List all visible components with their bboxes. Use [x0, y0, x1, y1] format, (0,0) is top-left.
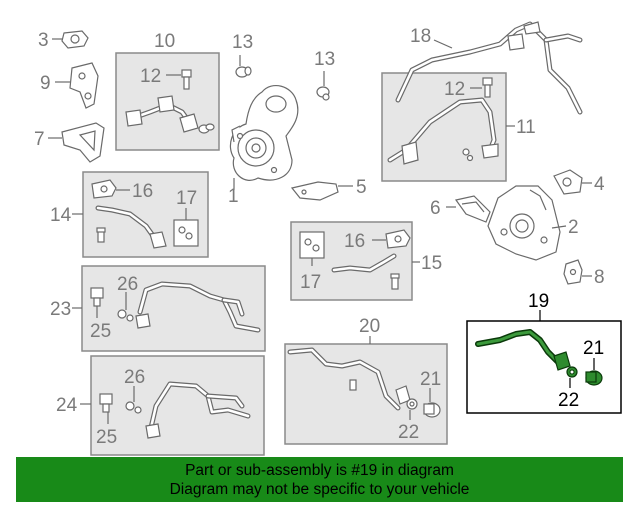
info-banner: Part or sub-assembly is #19 in diagram D…	[16, 457, 623, 502]
part-5-heat-shield[interactable]	[290, 181, 339, 201]
banner-line-2: Diagram may not be specific to your vehi…	[169, 481, 470, 498]
leader-2	[551, 225, 567, 229]
callout-17a: 17	[176, 188, 197, 209]
group-box-24	[90, 355, 265, 456]
part-13-fitting-b[interactable]	[316, 86, 330, 101]
part-20-tube[interactable]	[287, 347, 411, 411]
part-22-washer-highlighted[interactable]	[566, 366, 578, 378]
part-26-clip-b[interactable]	[125, 401, 142, 414]
part-21-fitting[interactable]	[423, 402, 441, 418]
part-1-turbocharger[interactable]	[229, 84, 299, 181]
callout-12a: 12	[140, 66, 161, 87]
part-16-gasket-b[interactable]	[385, 229, 411, 249]
callout-26b: 26	[124, 367, 145, 388]
part-16-gasket[interactable]	[91, 179, 117, 199]
part-13-fitting-a[interactable]	[235, 66, 252, 78]
part-6-shield[interactable]	[454, 195, 491, 223]
callout-10: 10	[154, 31, 175, 52]
callout-11: 11	[516, 117, 536, 138]
callout-25a: 25	[90, 321, 111, 342]
banner-line-1: Part or sub-assembly is #19 in diagram	[185, 462, 454, 479]
callout-1: 1	[228, 186, 239, 207]
callout-2: 2	[568, 217, 579, 238]
callout-21a: 21	[420, 369, 441, 390]
part-22-washer[interactable]	[406, 398, 418, 410]
callout-25b: 25	[96, 427, 117, 448]
part-9-bracket[interactable]	[69, 62, 99, 109]
part-12-bolt[interactable]	[181, 69, 192, 90]
callout-26a: 26	[117, 274, 138, 295]
part-11-tube[interactable]	[387, 97, 499, 165]
group-box-23	[81, 265, 266, 352]
callout-4: 4	[594, 174, 605, 195]
part-21-fitting-highlighted[interactable]	[585, 370, 603, 386]
part-23-tube[interactable]	[135, 281, 261, 333]
callout-21b: 21	[583, 338, 604, 359]
part-18-hose[interactable]	[395, 21, 583, 115]
callout-3: 3	[38, 30, 49, 51]
callout-22b: 22	[558, 390, 579, 411]
part-8-bracket[interactable]	[563, 259, 583, 285]
part-17-gasket-b[interactable]	[299, 231, 325, 259]
callout-19: 19	[528, 291, 549, 312]
callout-13b: 13	[314, 49, 335, 70]
callout-16a: 16	[132, 181, 153, 202]
part-3-gasket[interactable]	[61, 30, 89, 49]
part-10-oil-tube[interactable]	[125, 95, 215, 134]
callout-15: 15	[421, 253, 442, 274]
part-24-tube[interactable]	[145, 381, 251, 439]
part-7-bracket[interactable]	[61, 122, 105, 163]
part-2-manifold[interactable]	[487, 185, 561, 261]
callout-6: 6	[430, 198, 441, 219]
group-box-19	[466, 320, 622, 414]
leader-18	[433, 39, 453, 49]
callout-18: 18	[410, 26, 431, 47]
callout-20: 20	[359, 316, 380, 337]
callout-22a: 22	[398, 422, 419, 443]
group-box-20	[284, 343, 448, 445]
callout-5: 5	[356, 177, 367, 198]
part-25-bolt-b[interactable]	[99, 393, 113, 413]
part-19-highlighted-tube[interactable]	[475, 329, 571, 371]
callout-14: 14	[50, 205, 72, 226]
part-14-coolant-tube[interactable]	[95, 205, 167, 249]
callout-7: 7	[34, 129, 45, 150]
part-4-gasket[interactable]	[553, 169, 583, 195]
callout-12b: 12	[444, 79, 465, 100]
callout-9: 9	[40, 73, 51, 94]
part-26-clip[interactable]	[117, 309, 134, 322]
callout-24: 24	[56, 395, 78, 416]
part-15-tube[interactable]	[331, 253, 400, 290]
callout-8: 8	[594, 267, 605, 288]
callout-16b: 16	[344, 231, 365, 252]
part-12-bolt-b[interactable]	[482, 77, 493, 98]
callout-23: 23	[50, 299, 71, 320]
callout-13a: 13	[232, 32, 253, 53]
callout-17b: 17	[300, 272, 321, 293]
part-17-gasket[interactable]	[173, 219, 199, 247]
